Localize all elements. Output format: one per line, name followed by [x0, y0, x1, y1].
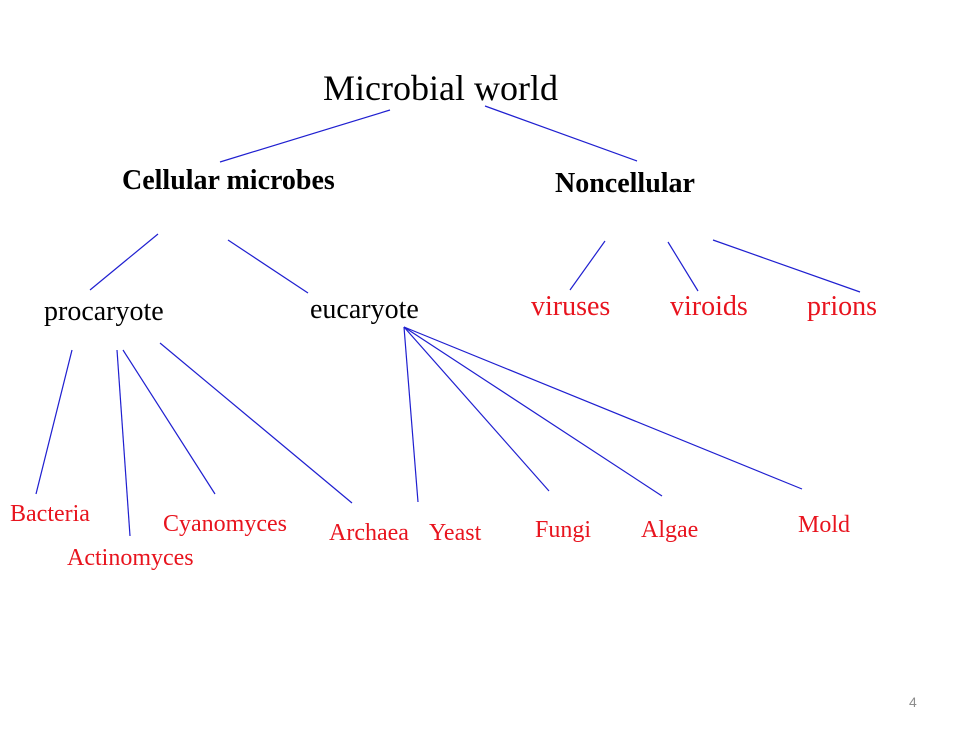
connector-eucaryote-yeast [403, 326, 419, 503]
leaf-fungi: Fungi [535, 517, 592, 543]
leaf-actinomyces: Actinomyces [67, 545, 194, 571]
connector-procaryote-actinomyces [116, 349, 131, 537]
connector-eucaryote-mold [403, 326, 803, 490]
leaf-archaea: Archaea [329, 520, 409, 546]
node-procaryote: procaryote [44, 296, 164, 327]
connector-cellular-procaryote [89, 233, 159, 291]
leaf-bacteria: Bacteria [10, 501, 90, 527]
node-viroids: viroids [670, 291, 748, 322]
node-eucaryote: eucaryote [310, 294, 419, 325]
connector-procaryote-cyanomyces [122, 349, 216, 495]
node-microbial-world: Microbial world [323, 68, 558, 108]
leaf-yeast: Yeast [429, 520, 482, 546]
connector-root-noncellular [484, 105, 638, 162]
connector-noncellular-viroids [667, 241, 699, 292]
connector-noncellular-prions [712, 239, 861, 293]
connector-eucaryote-fungi [403, 326, 550, 492]
node-prions: prions [807, 291, 877, 322]
leaf-algae: Algae [641, 517, 699, 543]
leaf-cyanomyces: Cyanomyces [163, 511, 287, 537]
connector-procaryote-bacteria [35, 349, 73, 495]
connector-noncellular-viruses [569, 240, 606, 291]
connector-cellular-eucaryote [227, 239, 309, 294]
node-viruses: viruses [531, 291, 611, 322]
page-number: 4 [909, 694, 917, 710]
connector-eucaryote-algae [403, 326, 663, 497]
node-cellular-microbes: Cellular microbes [122, 165, 335, 196]
leaf-mold: Mold [798, 512, 851, 538]
node-noncellular: Noncellular [555, 168, 695, 199]
connector-root-cellular [219, 109, 391, 163]
connector-procaryote-archaea [159, 342, 353, 504]
